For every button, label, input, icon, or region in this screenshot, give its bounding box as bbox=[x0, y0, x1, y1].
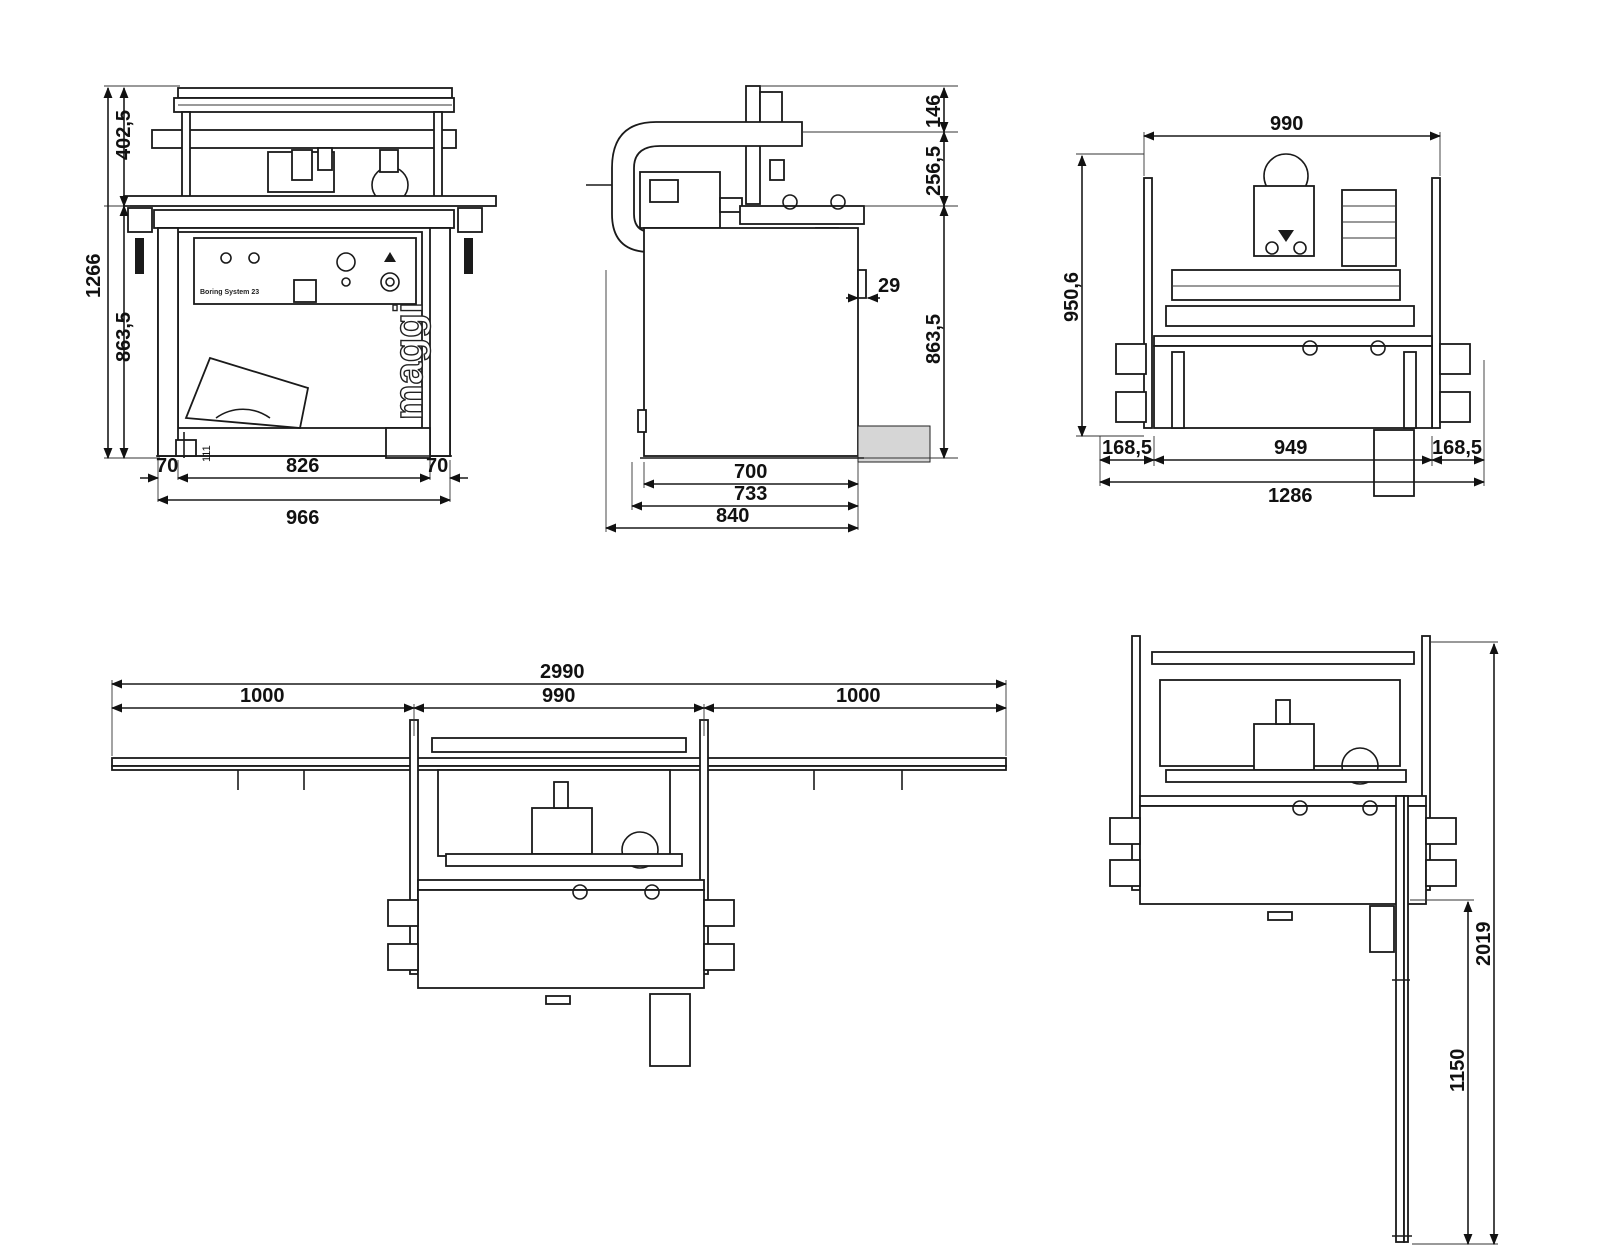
front-dimensions: 402,5 1266 863,5 111 70 826 70 966 bbox=[83, 85, 468, 529]
dim-corner-total-length: 2019 bbox=[1473, 922, 1495, 967]
side-dimensions: 146 256,5 863,5 29 700 733 840 bbox=[604, 85, 958, 533]
dim-plan-right-extension: 1000 bbox=[836, 685, 881, 707]
dim-plan-center-width: 990 bbox=[542, 685, 575, 707]
front-view: Boring System 23 maggi bbox=[123, 87, 497, 459]
dim-side-offset: 29 bbox=[878, 275, 900, 297]
brand-logo: maggi bbox=[387, 302, 431, 420]
dim-front-total-width: 966 bbox=[286, 507, 319, 529]
dim-corner-extension-length: 1150 bbox=[1447, 1049, 1469, 1092]
dim-front-leg-left: 70 bbox=[156, 455, 178, 477]
dim-side-depth-mid: 733 bbox=[734, 483, 767, 505]
dim-plan-left-extension: 1000 bbox=[240, 685, 285, 707]
side-view bbox=[586, 85, 931, 463]
dim-front-height-total: 1266 bbox=[83, 254, 105, 299]
dim-rear-height: 950,6 bbox=[1061, 272, 1083, 322]
dim-side-upper-height: 256,5 bbox=[923, 146, 945, 196]
dim-front-height-upper: 402,5 bbox=[113, 110, 135, 160]
dim-side-depth-base: 700 bbox=[734, 461, 767, 483]
plan-corner-dimensions: 2019 1150 bbox=[1410, 641, 1499, 1246]
dim-side-depth-total: 840 bbox=[716, 505, 749, 527]
plan-corner-view bbox=[1109, 635, 1457, 1243]
dim-rear-inner-width: 949 bbox=[1274, 437, 1307, 459]
dim-rear-side-left: 168,5 bbox=[1102, 437, 1152, 459]
dim-side-top-height: 146 bbox=[923, 95, 945, 128]
dim-front-inner-width: 826 bbox=[286, 455, 319, 477]
dim-rear-width-top: 990 bbox=[1270, 113, 1303, 135]
dim-side-lower-height: 863,5 bbox=[923, 314, 945, 364]
dim-rear-total-width: 1286 bbox=[1268, 485, 1313, 507]
dim-rear-side-right: 168,5 bbox=[1432, 437, 1482, 459]
panel-label: Boring System 23 bbox=[200, 289, 259, 296]
plan-extended-dimensions: 2990 1000 990 1000 bbox=[110, 661, 1008, 756]
dim-front-leg-right: 70 bbox=[426, 455, 448, 477]
rear-dimensions: 990 950,6 168,5 949 168,5 1286 bbox=[1061, 113, 1486, 507]
dim-front-height-lower: 863,5 bbox=[113, 312, 135, 362]
rear-view bbox=[1115, 153, 1471, 497]
dim-front-foot: 111 bbox=[201, 445, 213, 462]
plan-extended-view bbox=[111, 719, 1007, 1067]
dim-plan-total-width: 2990 bbox=[540, 661, 585, 683]
